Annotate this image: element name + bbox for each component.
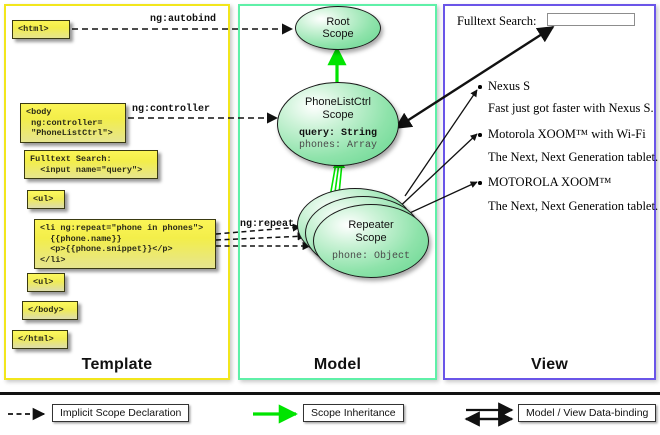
- legend-implicit-scope-declaration: Implicit Scope Declaration: [52, 404, 190, 422]
- repeater-scope-title-line1: Repeater: [348, 219, 394, 231]
- html-open-box: <html>: [12, 20, 70, 39]
- ng-controller-label: ng:controller: [132, 104, 211, 115]
- legend-arrows: [8, 402, 514, 427]
- view-search-input[interactable]: [547, 13, 635, 26]
- ul-close-box: <ul>: [27, 273, 65, 292]
- column-label-view: View: [531, 356, 568, 373]
- fulltext-search-box: Fulltext Search: <input name="query">: [24, 150, 158, 179]
- column-view: View: [443, 4, 656, 380]
- root-scope-title-line1: Root: [326, 15, 350, 28]
- root-scope: Root Scope: [295, 6, 381, 50]
- view-item-snippet: Fast just got faster with Nexus S.: [488, 101, 654, 115]
- view-list-bullet: [478, 85, 482, 89]
- legend-data-binding: Model / View Data-binding: [518, 404, 657, 422]
- view-search-label: Fulltext Search:: [457, 14, 537, 28]
- li-repeat-box: <li ng:repeat="phone in phones"> {{phone…: [34, 219, 216, 269]
- view-item-snippet: The Next, Next Generation tablet.: [488, 199, 659, 213]
- view-list-bullet: [478, 133, 482, 137]
- view-item-name: MOTOROLA XOOM™: [488, 175, 612, 189]
- column-label-template: Template: [81, 356, 153, 373]
- ng-autobind-label: ng:autobind: [150, 14, 217, 25]
- repeater-prop-phone: phone: Object: [331, 251, 410, 262]
- phonelistctrl-scope: PhoneListCtrl Scope query: String phones…: [277, 82, 399, 166]
- ng-repeat-label: ng:repeat: [240, 219, 295, 230]
- phonelistctrl-scope-title-line1: PhoneListCtrl: [304, 96, 372, 108]
- repeater-scope: Repeater Scope phone: Object: [313, 204, 429, 278]
- body-open-box: <body ng:controller= "PhoneListCtrl">: [20, 103, 126, 143]
- legend-scope-inheritance: Scope Inheritance: [303, 404, 404, 422]
- html-close-box: </html>: [12, 330, 68, 349]
- ul-open-box: <ul>: [27, 190, 65, 209]
- phonelistctrl-prop-phones: phones: Array: [298, 140, 377, 151]
- body-close-box: </body>: [22, 301, 78, 320]
- view-item-snippet: The Next, Next Generation tablet.: [488, 150, 659, 164]
- view-item-name: Nexus S: [488, 79, 531, 93]
- view-list-bullet: [478, 181, 482, 185]
- legend: Implicit Scope Declaration Scope Inherit…: [0, 392, 660, 435]
- phonelistctrl-scope-title-line2: Scope: [322, 108, 354, 121]
- phonelistctrl-prop-query: query: String: [298, 128, 377, 139]
- column-label-model: Model: [313, 356, 362, 373]
- repeater-scope-title-line2: Scope: [355, 231, 387, 244]
- root-scope-title-line2: Scope: [322, 28, 354, 40]
- view-item-name: Motorola XOOM™ with Wi-Fi: [488, 127, 646, 141]
- legend-divider: [0, 392, 660, 395]
